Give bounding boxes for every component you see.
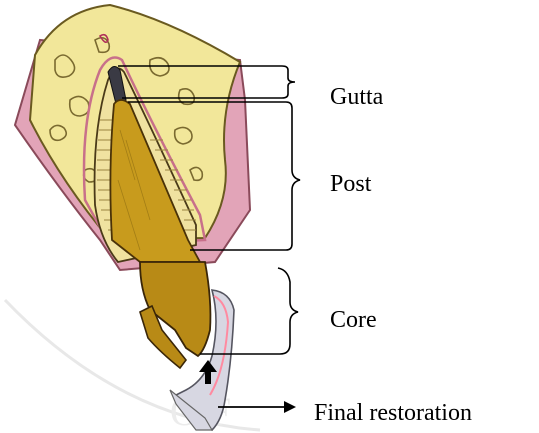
final-restoration-arrowhead — [284, 401, 296, 413]
final-restoration-label: Final restoration — [314, 401, 472, 425]
core-label: Core — [330, 308, 377, 332]
post-label: Post — [330, 172, 371, 196]
gutta-label: Gutta — [330, 85, 383, 109]
